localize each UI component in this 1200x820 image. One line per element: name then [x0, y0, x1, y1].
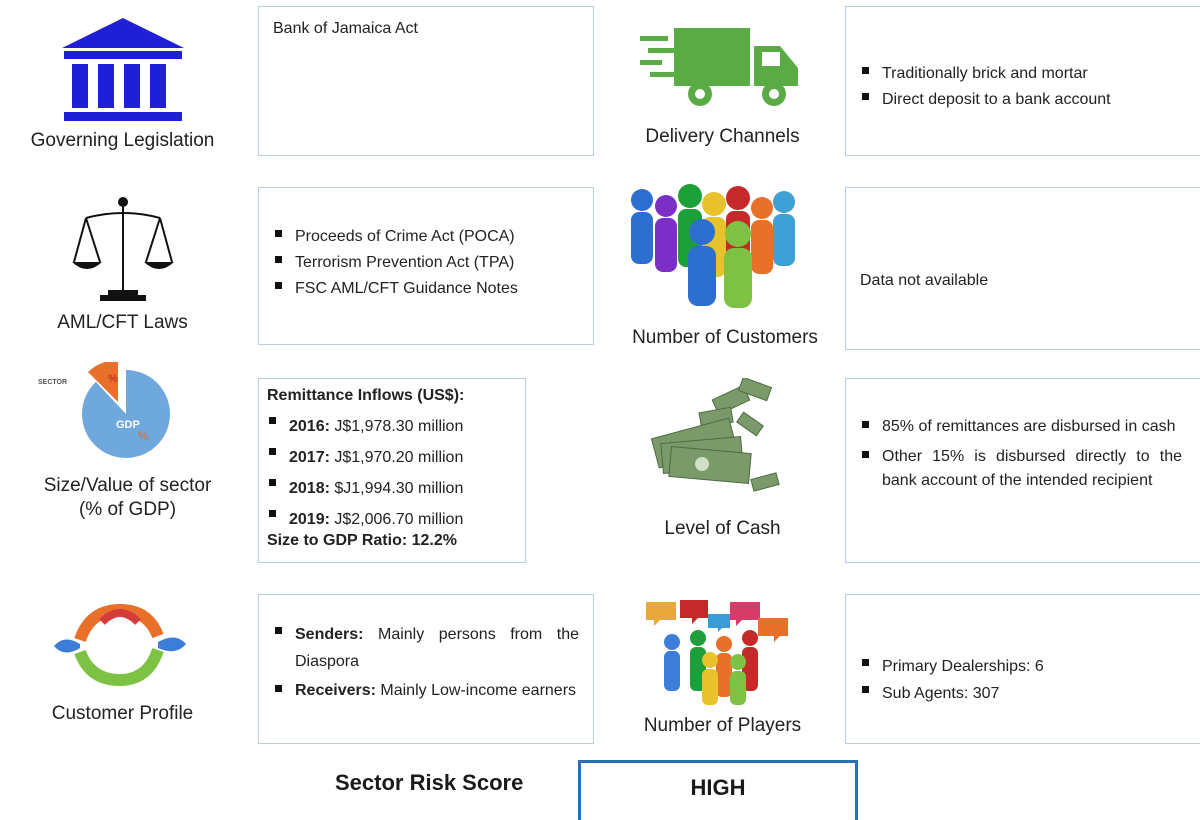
pie-icon-sector-text: SECTOR [38, 379, 67, 386]
level-of-cash-item: 85% of remittances are disbursed in cash [860, 415, 1182, 439]
aml-cft-item: Proceeds of Crime Act (POCA) [273, 224, 579, 250]
delivery-channel-item: Traditionally brick and mortar [860, 61, 1195, 87]
customer-profile-box: Senders: Mainly persons from the Diaspor… [258, 594, 594, 744]
aml-cft-item: FSC AML/CFT Guidance Notes [273, 276, 579, 302]
number-of-players-item: Primary Dealerships: 6 [860, 653, 1195, 680]
remittance-item: 2017: J$1,970.20 million [267, 442, 517, 473]
remittance-heading: Remittance Inflows (US$): [267, 387, 465, 404]
number-of-customers-text: Data not available [860, 272, 989, 289]
level-of-cash-label: Level of Cash [664, 518, 781, 539]
number-of-customers-box: Data not available [845, 187, 1200, 350]
aml-cft-label: AML/CFT Laws [57, 312, 188, 333]
delivery-channels-label: Delivery Channels [645, 126, 800, 147]
delivery-channel-item: Direct deposit to a bank account [860, 87, 1195, 113]
government-building-icon [62, 18, 184, 121]
number-of-players-item: Sub Agents: 307 [860, 680, 1195, 707]
customer-profile-item: Senders: Mainly persons from the Diaspor… [273, 621, 579, 675]
level-of-cash-box: 85% of remittances are disbursed in cash… [845, 378, 1200, 563]
delivery-channels-box: Traditionally brick and mortar Direct de… [845, 6, 1200, 156]
sector-risk-score-label: Sector Risk Score [335, 770, 524, 795]
pie-icon-percent-bottom: % [138, 429, 149, 443]
people-crowd-icon [631, 184, 795, 308]
level-of-cash-item: Other 15% is disbursed directly to the b… [860, 445, 1182, 493]
size-value-label: Size/Value of sector (% of GDP) [0, 474, 255, 522]
delivery-truck-icon [640, 28, 798, 106]
size-gdp-ratio: Size to GDP Ratio: 12.2% [267, 532, 457, 549]
customer-profile-label: Customer Profile [51, 703, 194, 724]
remittance-item: 2018: $J1,994.30 million [267, 473, 517, 504]
pie-icon-gdp-text: GDP [116, 419, 140, 431]
pie-chart-icon: % SECTOR GDP % [38, 362, 170, 458]
governing-legislation-box: Bank of Jamaica Act [258, 6, 594, 156]
aml-cft-item: Terrorism Prevention Act (TPA) [273, 250, 579, 276]
number-of-players-box: Primary Dealerships: 6 Sub Agents: 307 [845, 594, 1200, 744]
remittance-item: 2016: J$1,978.30 million [267, 411, 517, 442]
remittance-item: 2019: J$2,006.70 million [267, 504, 517, 535]
scales-icon [72, 197, 174, 301]
pie-icon-percent-top: % [108, 373, 118, 385]
sector-risk-score-box: HIGH [578, 760, 858, 820]
governing-legislation-label: Governing Legislation [30, 130, 215, 151]
players-speech-icon [646, 600, 788, 705]
number-of-customers-label: Number of Customers [632, 327, 818, 348]
size-value-box: Remittance Inflows (US$): 2016: J$1,978.… [258, 378, 526, 563]
size-value-label-line2: (% of GDP) [78, 499, 177, 520]
aml-cft-box: Proceeds of Crime Act (POCA) Terrorism P… [258, 187, 594, 345]
customer-cycle-icon [54, 603, 186, 687]
size-value-label-line1: Size/Value of sector [43, 475, 212, 496]
number-of-players-label: Number of Players [643, 715, 802, 736]
sector-risk-score-value: HIGH [690, 775, 746, 800]
governing-legislation-text: Bank of Jamaica Act [273, 20, 418, 37]
cash-icon [650, 378, 780, 492]
customer-profile-item: Receivers: Mainly Low-income earners [273, 679, 579, 702]
